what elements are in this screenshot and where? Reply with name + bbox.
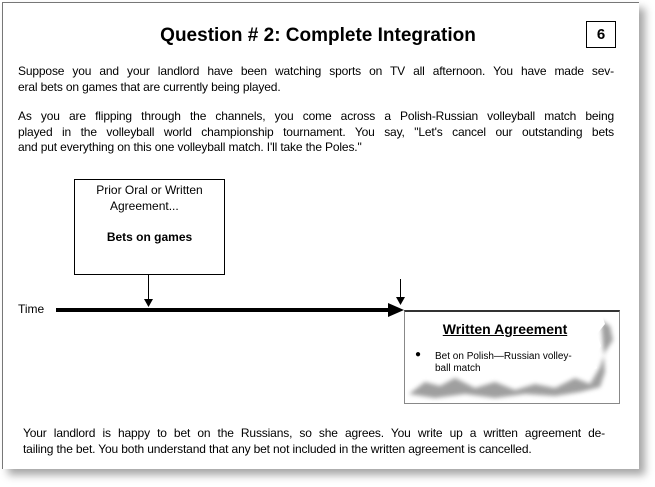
written-agreement-title: Written Agreement [442, 321, 568, 337]
prior-agreement-box: Prior Oral or Written Agreement... Bets … [74, 179, 225, 275]
item-line: Bet on Polish—Russian volley- [435, 351, 572, 362]
slide-title: Question # 2: Complete Integration [160, 25, 476, 46]
prior-box-item: Bets on games [106, 230, 193, 244]
bullet-icon: ● [415, 349, 422, 360]
slide-page: Question # 2: Complete Integration 6 Sup… [2, 2, 639, 469]
intro-paragraph: Suppose you and your landlord have been … [18, 64, 614, 95]
written-agreement-pointer [400, 279, 401, 299]
scenario-paragraph: As you are flipping through the channels… [18, 109, 614, 156]
prior-box-line2: Agreement... [110, 199, 179, 213]
text-line: As you are flipping through the channels… [18, 109, 614, 123]
item-line: ball match [435, 363, 481, 374]
conclusion-paragraph: Your landlord is happy to bet on the Rus… [23, 426, 605, 457]
text-line: eral bets on games that are currently be… [18, 79, 281, 94]
text-line: played in the volleyball world champions… [18, 124, 614, 139]
arrow-down-icon [144, 299, 153, 307]
prior-box-line1: Prior Oral or Written [96, 183, 203, 197]
time-label: Time [18, 302, 45, 316]
torn-paper-graphic [405, 312, 613, 398]
text-line: Your landlord is happy to bet on the Rus… [23, 426, 605, 440]
text-line: and put everything on this one volleybal… [18, 140, 362, 154]
arrow-down-icon [396, 297, 405, 305]
text-line: tailing the bet. You both understand tha… [23, 441, 532, 456]
timeline-arrow [56, 308, 396, 312]
text-line: Suppose you and your landlord have been … [18, 64, 614, 78]
prior-agreement-pointer [148, 274, 149, 301]
timeline-arrowhead-icon [388, 303, 404, 317]
written-agreement-box: Written Agreement ● Bet on Polish—Russia… [404, 310, 620, 404]
slide-number-box: 6 [586, 21, 616, 48]
written-agreement-item: Bet on Polish—Russian volley- ball match [435, 351, 572, 375]
